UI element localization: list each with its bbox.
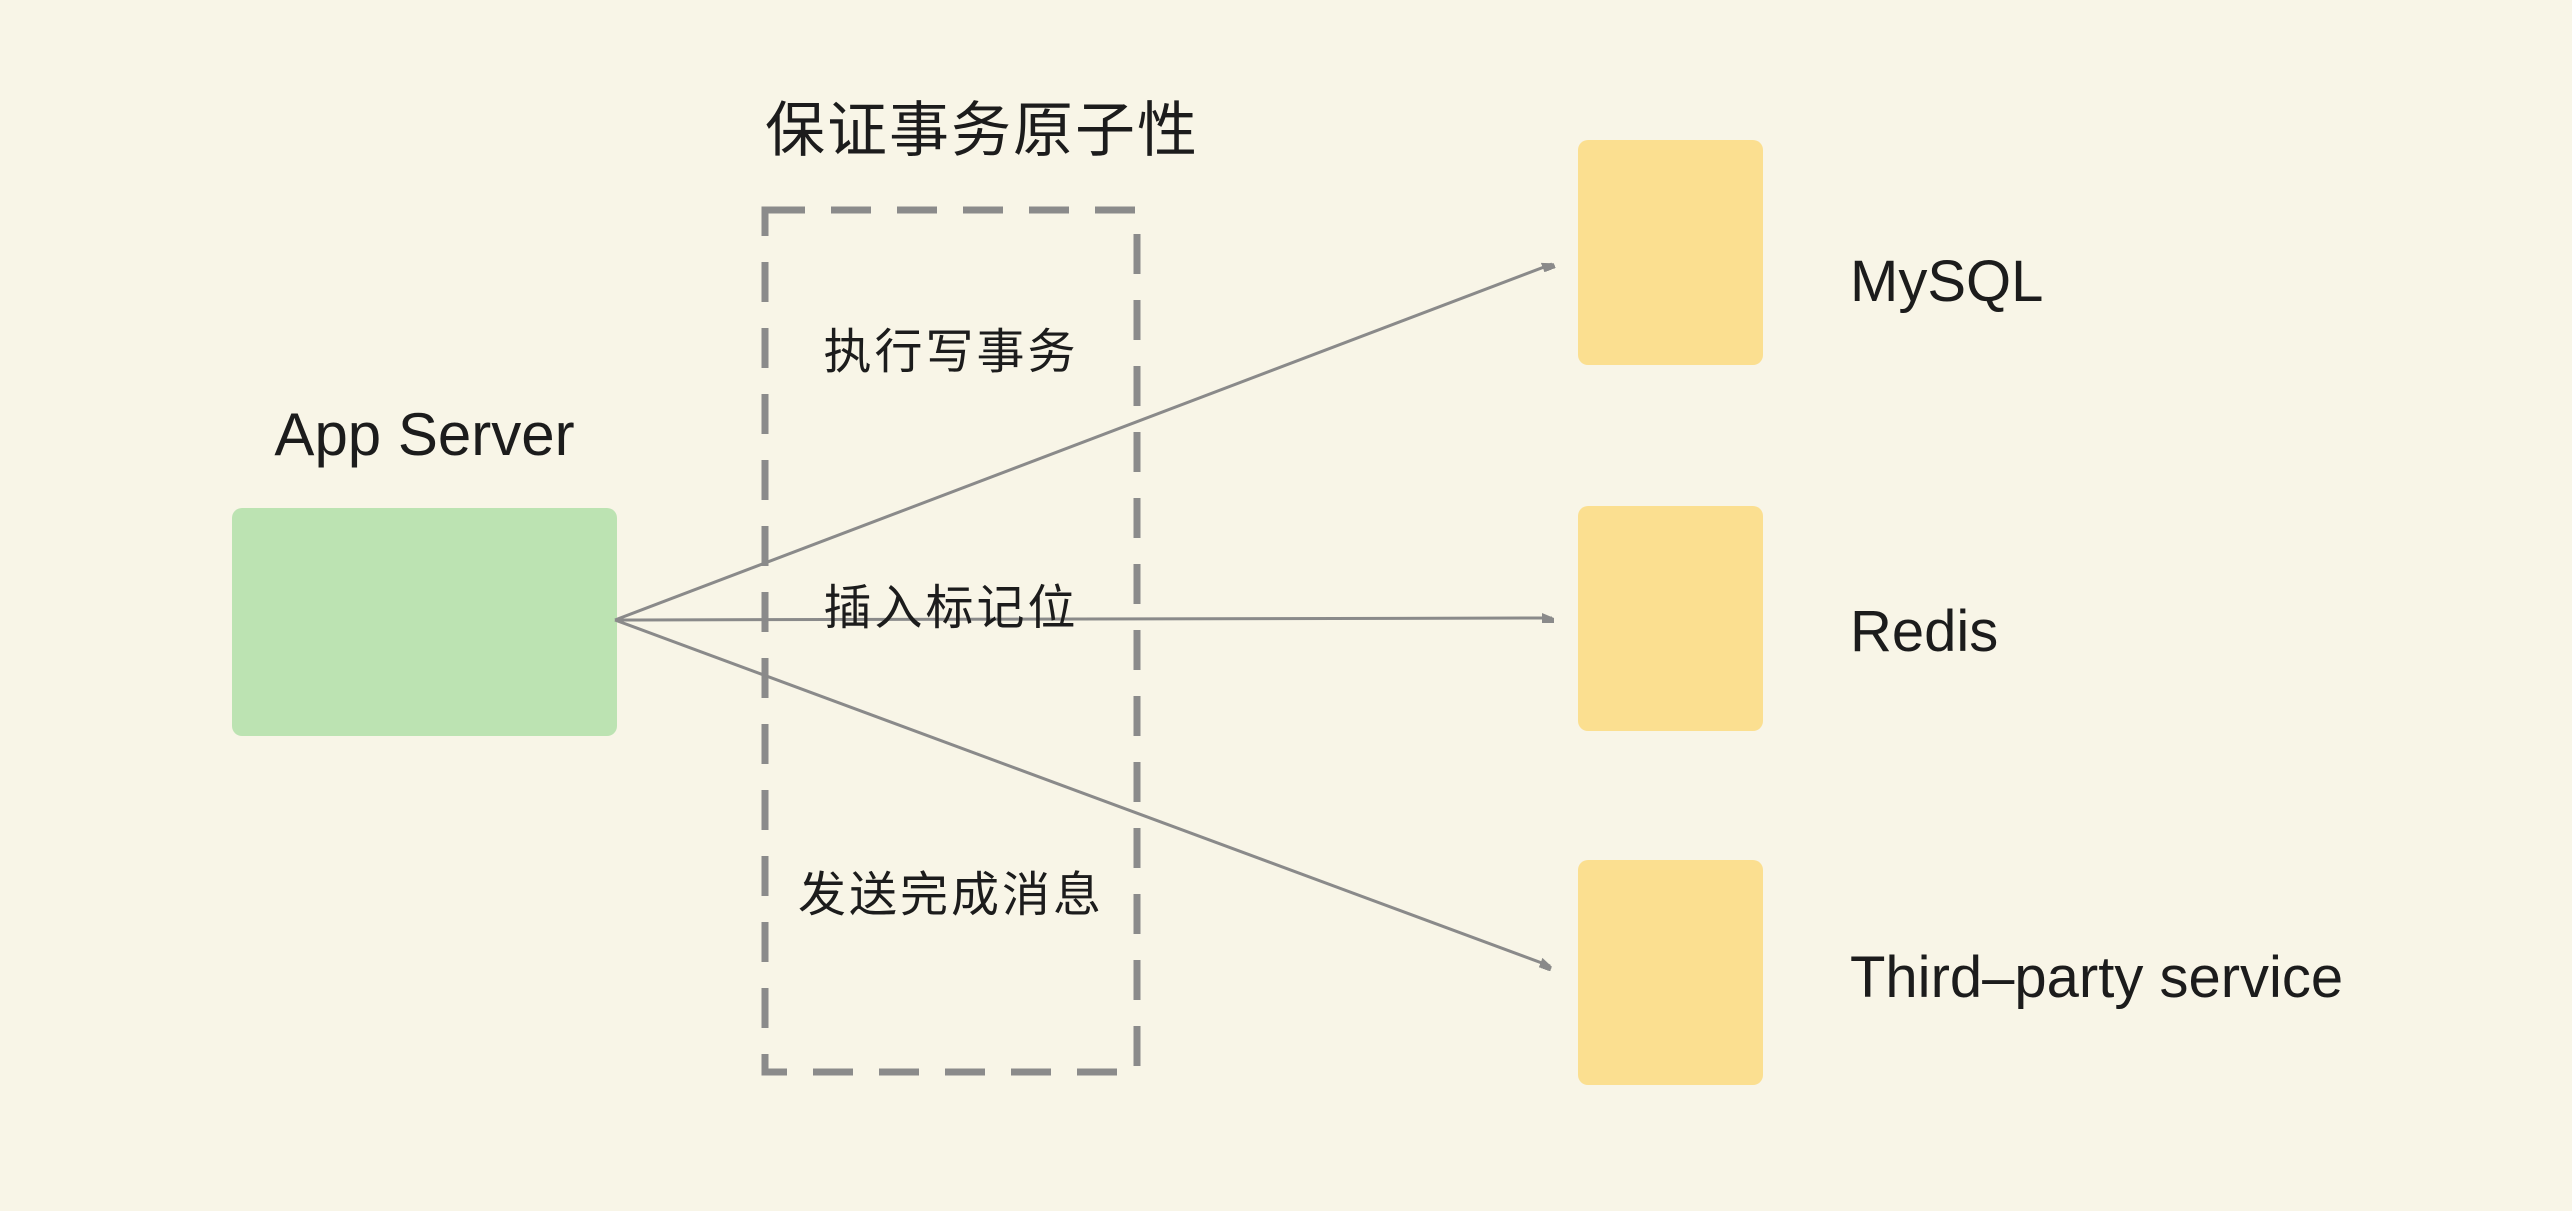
step-label-write-transaction: 执行写事务 bbox=[823, 326, 1079, 379]
mysql-label: MySQL bbox=[1850, 249, 2044, 314]
arrow-to-third-party bbox=[614, 618, 1550, 966]
step-label-insert-marker: 插入标记位 bbox=[823, 582, 1079, 635]
diagram-title: 保证事务原子性 bbox=[765, 97, 1199, 164]
step-label-send-complete-message: 发送完成消息 bbox=[797, 869, 1104, 922]
redis-node bbox=[1578, 506, 1763, 731]
app-server-label: App Server bbox=[274, 401, 575, 468]
arrow-to-redis bbox=[614, 618, 1552, 620]
third-party-label: Third–party service bbox=[1850, 945, 2344, 1010]
atomicity-group-border bbox=[761, 206, 1141, 1076]
redis-label: Redis bbox=[1850, 599, 1999, 664]
third-party-node bbox=[1578, 860, 1763, 1085]
arrow-to-mysql bbox=[614, 262, 1552, 622]
mysql-node bbox=[1578, 140, 1763, 365]
app-server-node bbox=[232, 508, 617, 736]
